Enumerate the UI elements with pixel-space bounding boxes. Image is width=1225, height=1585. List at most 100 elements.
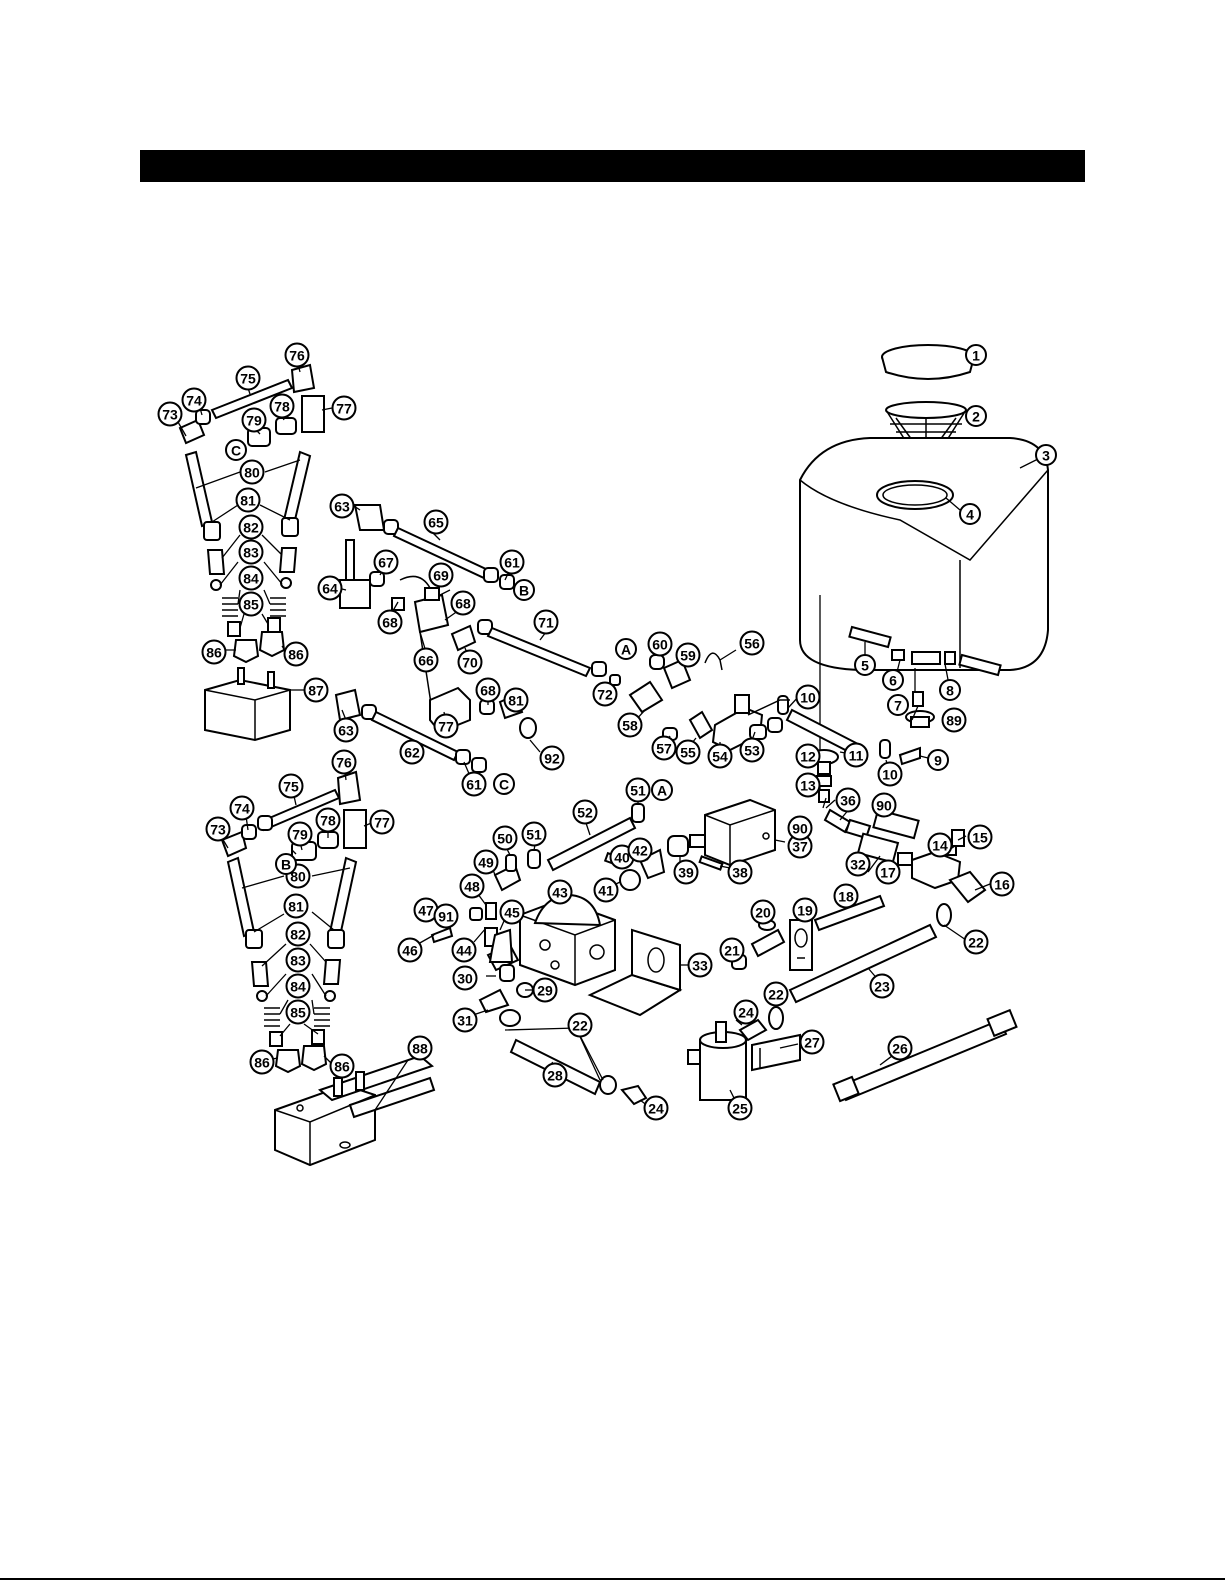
valve-66: [339, 539, 450, 711]
callout-c62: 62: [399, 739, 425, 765]
callout-circle: [317, 575, 343, 601]
callout-c63b: 63: [333, 717, 359, 743]
callout-c65: 65: [423, 509, 449, 535]
callout-c86b: 86: [283, 641, 309, 667]
callout-circle: [651, 735, 677, 761]
callout-c32: 32: [845, 851, 871, 877]
callout-circle: [457, 649, 483, 675]
callout-c61a: 61: [499, 549, 525, 575]
callout-label: 78: [320, 813, 336, 829]
callout-c20: 20: [750, 899, 776, 925]
callout-circle: [675, 642, 701, 668]
callout-circle: [285, 999, 311, 1025]
callout-label: 26: [892, 1041, 908, 1057]
callout-c12: 12: [795, 743, 821, 769]
header-bar: [140, 150, 1085, 182]
callout-circle: [315, 807, 341, 833]
callout-c58: 58: [617, 712, 643, 738]
callout-c52: 52: [572, 799, 598, 825]
callout-circle: [521, 821, 547, 847]
callout-label: 7: [894, 698, 902, 714]
callout-label: 30: [457, 971, 473, 987]
callout-label: 75: [283, 779, 299, 795]
callout-circle: [533, 609, 559, 635]
callout-circle: [795, 772, 821, 798]
callout-label: 23: [874, 979, 890, 995]
callout-circle: [799, 1029, 825, 1055]
callout-label: 28: [547, 1068, 563, 1084]
callout-circle: [201, 639, 227, 665]
callout-circle: [727, 859, 753, 885]
callout-c17: 17: [875, 859, 901, 885]
bracket-27: [751, 1033, 801, 1072]
callout-c70: 70: [457, 649, 483, 675]
callout-label: 90: [876, 798, 892, 814]
callout-circle: [452, 1007, 478, 1033]
callout-label: C: [499, 777, 509, 793]
callout-c69: 69: [428, 562, 454, 588]
callout-c14: 14: [927, 832, 953, 858]
callout-label: 83: [243, 545, 259, 561]
callout-label: 78: [274, 399, 290, 415]
callout-label: 63: [334, 499, 350, 515]
callout-c36: 36: [835, 787, 861, 813]
callout-circle: [615, 638, 637, 660]
callout-label: 72: [597, 687, 613, 703]
callout-circle: [278, 773, 304, 799]
callout-c48: 48: [459, 873, 485, 899]
callout-c11: 11: [843, 742, 869, 768]
callout-label: 51: [526, 827, 542, 843]
callout-circle: [989, 871, 1015, 897]
callout-circle: [284, 342, 310, 368]
callout-circle: [333, 717, 359, 743]
callout-circle: [492, 825, 518, 851]
callout-label: 73: [162, 407, 178, 423]
callout-label: C: [231, 443, 241, 459]
callout-label: 22: [572, 1018, 588, 1034]
callout-label: 86: [288, 647, 304, 663]
callout-label: 49: [478, 855, 494, 871]
callout-circle: [643, 1095, 669, 1121]
callout-label: 51: [630, 783, 646, 799]
callout-circle: [887, 1035, 913, 1061]
callout-c67: 67: [373, 549, 399, 575]
callout-c21: 21: [719, 937, 745, 963]
callout-label: 40: [614, 850, 630, 866]
callout-c22b: 22: [763, 981, 789, 1007]
callout-c6: 6: [882, 669, 904, 691]
callout-c81c: 81: [503, 687, 529, 713]
callout-c92: 92: [539, 745, 565, 771]
callout-circle: [763, 981, 789, 1007]
callout-circle: [329, 1053, 355, 1079]
callout-c15: 15: [967, 824, 993, 850]
callout-c39: 39: [673, 859, 699, 885]
callout-circle: [331, 395, 357, 421]
callout-label: 80: [244, 465, 260, 481]
callout-circle: [869, 973, 895, 999]
callout-label: 56: [744, 636, 760, 652]
callout-label: 9: [934, 753, 942, 769]
callout-circle: [452, 965, 478, 991]
callout-circle: [939, 679, 961, 701]
callout-c23: 23: [869, 973, 895, 999]
callout-circle: [739, 630, 765, 656]
callout-c49: 49: [473, 849, 499, 875]
callout-label: 83: [290, 953, 306, 969]
callout-circle: [369, 809, 395, 835]
callout-circle: [875, 859, 901, 885]
callout-c77a: 77: [331, 395, 357, 421]
callout-c1: 1: [965, 344, 987, 366]
callout-c75b: 75: [278, 773, 304, 799]
callout-circle: [493, 773, 515, 795]
callout-c60: 60: [647, 631, 673, 657]
callout-c66: 66: [413, 647, 439, 673]
callout-label: 22: [968, 935, 984, 951]
callout-c10b: 10: [877, 761, 903, 787]
callout-label: 82: [243, 520, 259, 536]
callout-c42: 42: [627, 837, 653, 863]
callout-circle: [238, 591, 264, 617]
pump-housing-43: [519, 893, 616, 987]
callout-label: 88: [412, 1041, 428, 1057]
